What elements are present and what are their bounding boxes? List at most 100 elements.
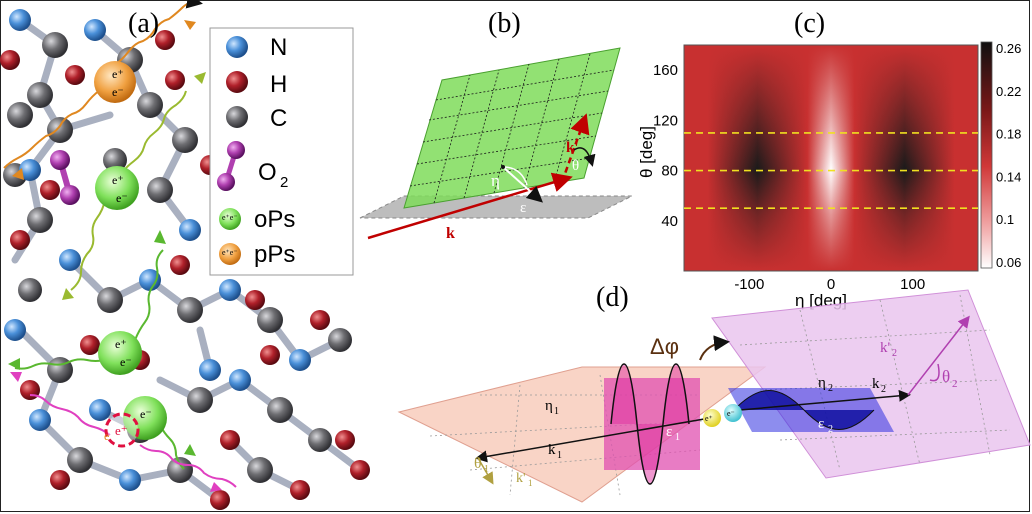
ppS-positron: e⁺ [112, 67, 124, 81]
k1p-label: k' [516, 471, 526, 486]
legend-pPs-sym: e⁺e⁻ [222, 248, 238, 257]
ppS-electron: e⁻ [112, 85, 124, 99]
eta2-label: η [818, 375, 826, 391]
positron-sphere [703, 409, 721, 427]
pickoff-event: e⁺ e [104, 412, 140, 448]
k1-label: k [548, 442, 556, 458]
pickoff-electron: e [104, 429, 109, 443]
oPs-atom-2: e⁺ e⁻ [98, 331, 142, 375]
ppS-atom: e⁺ e⁻ [94, 61, 136, 103]
legend-H-swatch [226, 71, 248, 93]
theta1-label: θ [474, 455, 482, 472]
legend-C-swatch [226, 106, 248, 128]
legend-pPs-swatch [219, 243, 241, 265]
legend-O2-swatch-2 [217, 173, 235, 191]
eps1-label: ε [666, 424, 672, 440]
k1-sub: 1 [557, 450, 562, 461]
legend-O2-sub: 2 [280, 174, 288, 191]
x-tick-0: -100 [734, 276, 764, 293]
eta1-label: η [545, 398, 553, 414]
k-prime-label: k' [566, 140, 579, 156]
y-tick-3: 160 [653, 62, 678, 79]
k1-vector [475, 417, 711, 463]
legend-H-label: H [270, 71, 287, 98]
oPs-atom-3: e⁻ [123, 396, 167, 440]
pickoff-positron: e⁺ [115, 423, 128, 438]
k2-sub: 2 [881, 384, 886, 395]
oPs2-photon-2 [14, 358, 106, 370]
oPs-photon-2 [70, 199, 106, 291]
x-tick-2: 100 [900, 276, 925, 293]
legend: N H C O 2 e⁺e⁻ oPs e⁺e⁻ pPs [209, 27, 354, 276]
colorbar-ticks: 0.260.220.180.140.10.06 [996, 41, 1021, 270]
k-prime-vector [560, 113, 590, 183]
oPs-atom-1: e⁺ e⁻ [95, 166, 139, 210]
panel-c-label: (c) [794, 8, 825, 39]
theta-label: θ [572, 158, 579, 174]
delta-phi-label: Δφ [650, 334, 679, 359]
k2p-label: k' [880, 340, 891, 356]
k2-prime-vector [907, 315, 970, 396]
panel-d-diagram: e⁺ e⁻ Δφ k 1 k 2 η 1 η 2 ε 1 ε 2 k' 2 θ … [397, 289, 1031, 503]
oPs1-electron: e⁻ [116, 191, 128, 205]
colorbar-tick-2: 0.18 [996, 127, 1021, 142]
oPs1-positron: e⁺ [112, 173, 124, 187]
photon-arrowheads [8, 20, 222, 492]
plane-2 [711, 289, 1031, 479]
eta2-sub: 2 [828, 383, 833, 394]
eta1-sub: 1 [554, 406, 559, 417]
eps1-sub: 1 [675, 432, 680, 443]
x-tick-1: 0 [827, 276, 835, 293]
plane-1 [397, 366, 767, 503]
k-label: k [446, 225, 455, 242]
oPs2-photon-1 [134, 249, 164, 341]
electron-sphere [724, 404, 742, 422]
k1p-sub: 1 [528, 478, 533, 488]
eps2-label: ε [818, 416, 824, 432]
photon-trails [3, 0, 237, 488]
colorbar-tick-1: 0.22 [996, 84, 1021, 99]
pickoff-photon-2 [139, 444, 237, 488]
legend-O2-swatch-1 [227, 141, 245, 159]
ppS-photon-2 [3, 89, 101, 169]
pickoff-photon-1 [29, 394, 111, 436]
colorbar [980, 41, 993, 269]
colorbar-tick-0: 0.26 [996, 41, 1021, 56]
legend-oPs-sym: e⁺e⁻ [222, 213, 238, 222]
panel-d-label: (d) [596, 282, 629, 313]
ppS-photon-1 [114, 0, 203, 66]
k2-label: k [872, 376, 880, 392]
theta1-sub: 1 [484, 464, 489, 475]
x-tick-labels: -100 0 100 [734, 276, 925, 293]
panel-a-label: (a) [128, 8, 159, 39]
legend-N-swatch [226, 36, 248, 58]
panel-b-label: (b) [488, 8, 521, 39]
oPs2-electron: e⁻ [120, 355, 132, 369]
oPs-photon-1 [119, 90, 187, 176]
k1-prime-vector [477, 457, 494, 485]
delta-phi-arrow [699, 335, 730, 361]
colorbar-tick-3: 0.14 [996, 169, 1021, 184]
atoms-carbon [3, 32, 352, 483]
y-axis-label: θ [deg] [637, 126, 656, 178]
wave-2 [733, 390, 875, 430]
legend-C-label: C [270, 105, 287, 132]
theta2-arc [929, 363, 940, 382]
legend-O2-label: O [258, 159, 277, 186]
y-tick-0: 40 [661, 213, 678, 230]
theta-dashed-lines [684, 132, 978, 210]
legend-oPs-label: oPs [254, 206, 295, 233]
scattering-plane [403, 47, 621, 209]
eps-vector [502, 166, 543, 203]
theta2-label: θ [942, 367, 950, 386]
legend-oPs-swatch [219, 208, 241, 230]
oPs2-positron: e⁺ [115, 337, 127, 351]
eta-label: η [491, 171, 500, 190]
k2p-sub: 2 [892, 348, 897, 359]
legend-pPs-label: pPs [254, 241, 295, 268]
eta-arc [502, 166, 528, 186]
colorbar-tick-5: 0.06 [996, 255, 1021, 270]
